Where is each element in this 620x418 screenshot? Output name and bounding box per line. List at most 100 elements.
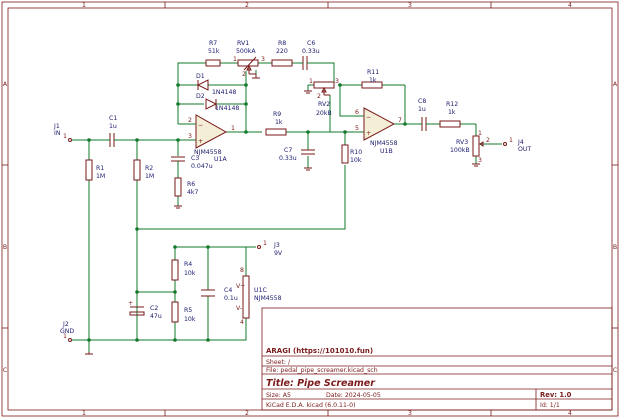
r8-ref: R8	[278, 40, 286, 47]
rv2-value: 20kB	[316, 110, 332, 117]
u1c-pin-vminus: 4	[240, 319, 244, 326]
potentiometer-rv2: RV2 20kB 1 3 2	[309, 78, 339, 117]
rv3-value: 100kB	[450, 147, 470, 154]
c3-value: 0.047u	[191, 163, 213, 170]
r7-ref: R7	[209, 40, 217, 47]
r4-value: 10k	[184, 270, 196, 277]
date-label: Date: 2024-05-05	[326, 392, 381, 399]
c4-value: 0.1u	[224, 295, 238, 302]
resistor-r1: R1 1M	[85, 159, 105, 181]
sheet-title: Title: Pipe Screamer	[266, 378, 376, 389]
r12-ref: R12	[446, 101, 458, 108]
col-label-3-top: 3	[408, 2, 412, 9]
j2-ref: J2	[62, 321, 69, 328]
c7-ref: C7	[284, 147, 292, 154]
r6-ref: R6	[187, 181, 195, 188]
r2-value: 1M	[145, 173, 154, 180]
wires	[72, 62, 502, 352]
company-name: ARAGI (https://101010.fun)	[266, 347, 373, 355]
j4-pin: 1	[509, 137, 513, 144]
resistor-r9: R9 1k	[265, 111, 287, 136]
rv1-pin-a: 1	[233, 56, 237, 63]
opamp-u1c: U1C NJM4558 8 4 V+ V-	[236, 267, 282, 326]
c4-ref: C4	[224, 287, 232, 294]
resistor-r5: R5 10k	[171, 301, 196, 323]
rv2-pin-b: 3	[335, 78, 339, 85]
u1c-vplus-label: V+	[236, 283, 245, 290]
r5-ref: R5	[184, 307, 192, 314]
r8-value: 220	[276, 48, 288, 55]
opamp-u1a: − + 2 3 1 NJM4558 U1A	[188, 114, 235, 163]
rv2-pin-a: 1	[309, 78, 313, 85]
rv3-pin-a: 1	[478, 130, 482, 137]
u1a-pin-out: 1	[231, 125, 235, 132]
row-label-b-left: B	[3, 244, 7, 251]
col-label-1-bottom: 1	[82, 410, 86, 417]
u1a-value: NJM4558	[194, 149, 222, 156]
u1a-plus: +	[198, 138, 203, 145]
capacitor-c3: C3 0.047u	[171, 155, 213, 170]
u1c-pin-vplus: 8	[240, 267, 244, 274]
r11-ref: R11	[367, 69, 379, 76]
d2-value: 1N4148	[215, 105, 239, 112]
rv2-ref: RV2	[318, 101, 330, 108]
junctions	[87, 83, 407, 342]
potentiometer-rv3: RV3 100kB 1 3 2	[450, 130, 490, 164]
col-label-4-bottom: 4	[568, 410, 572, 417]
revision-label: Rev: 1.0	[540, 391, 572, 399]
rv1-value: 500kA	[236, 48, 256, 55]
r5-value: 10k	[184, 316, 196, 323]
j4-value: OUT	[518, 146, 531, 153]
row-label-c-left: C	[3, 367, 7, 374]
r4-ref: R4	[184, 261, 192, 268]
r12-value: 1k	[448, 109, 456, 116]
u1c-ref: U1C	[254, 287, 267, 294]
r6-value: 4k7	[187, 189, 199, 196]
u1c-value: NJM4558	[254, 295, 282, 302]
file-label: File: pedal_pipe_screamer.kicad_sch	[266, 367, 378, 374]
ground-icon	[252, 74, 260, 79]
u1b-ref: U1B	[380, 148, 393, 155]
opamp-u1b: − + 6 5 7 NJM4558 U1B	[355, 107, 402, 155]
ground-icon	[174, 205, 182, 209]
col-label-2-bottom: 2	[245, 410, 249, 417]
r1-ref: R1	[96, 165, 104, 172]
resistor-r7: R7 51k	[205, 40, 221, 67]
resistor-r10: R10 10k	[341, 144, 362, 164]
c3-ref: C3	[191, 155, 199, 162]
r9-ref: R9	[273, 111, 281, 118]
ground-icon	[304, 90, 312, 94]
u1a-ref: U1A	[214, 156, 227, 163]
rv3-ref: RV3	[456, 139, 468, 146]
rv1-pin-w: 2	[242, 71, 246, 78]
r11-value: 1k	[369, 77, 377, 84]
capacitor-c8: C8 1u	[418, 98, 430, 131]
ground-icon	[85, 352, 93, 355]
u1b-pin-inv: 6	[355, 109, 359, 116]
r2-ref: R2	[145, 165, 153, 172]
u1b-plus: +	[366, 130, 371, 137]
rv3-pin-b: 3	[478, 157, 482, 164]
d2-ref: D2	[196, 93, 205, 100]
row-label-b-right: B	[613, 244, 617, 251]
c1-ref: C1	[109, 115, 117, 122]
rv3-pin-w: 2	[486, 137, 490, 144]
c8-value: 1u	[418, 106, 426, 113]
d1-ref: D1	[196, 73, 205, 80]
row-label-a-left: A	[3, 81, 8, 88]
u1c-vminus-label: V-	[236, 305, 242, 312]
resistor-r8: R8 220	[271, 40, 293, 67]
col-label-2-top: 2	[245, 2, 249, 9]
r10-value: 10k	[350, 157, 362, 164]
u1a-pin-noninv: 3	[188, 133, 192, 140]
resistor-r12: R12 1k	[439, 101, 461, 128]
d1-value: 1N4148	[212, 89, 236, 96]
ground-icon	[472, 163, 480, 167]
rv1-ref: RV1	[237, 40, 249, 47]
col-label-4-top: 4	[568, 2, 572, 9]
j3-value: 9V	[274, 250, 283, 257]
u1b-value: NJM4558	[370, 140, 398, 147]
resistor-r6: R6 4k7	[174, 177, 199, 197]
connector-j3: J3 9V 1	[257, 240, 283, 257]
